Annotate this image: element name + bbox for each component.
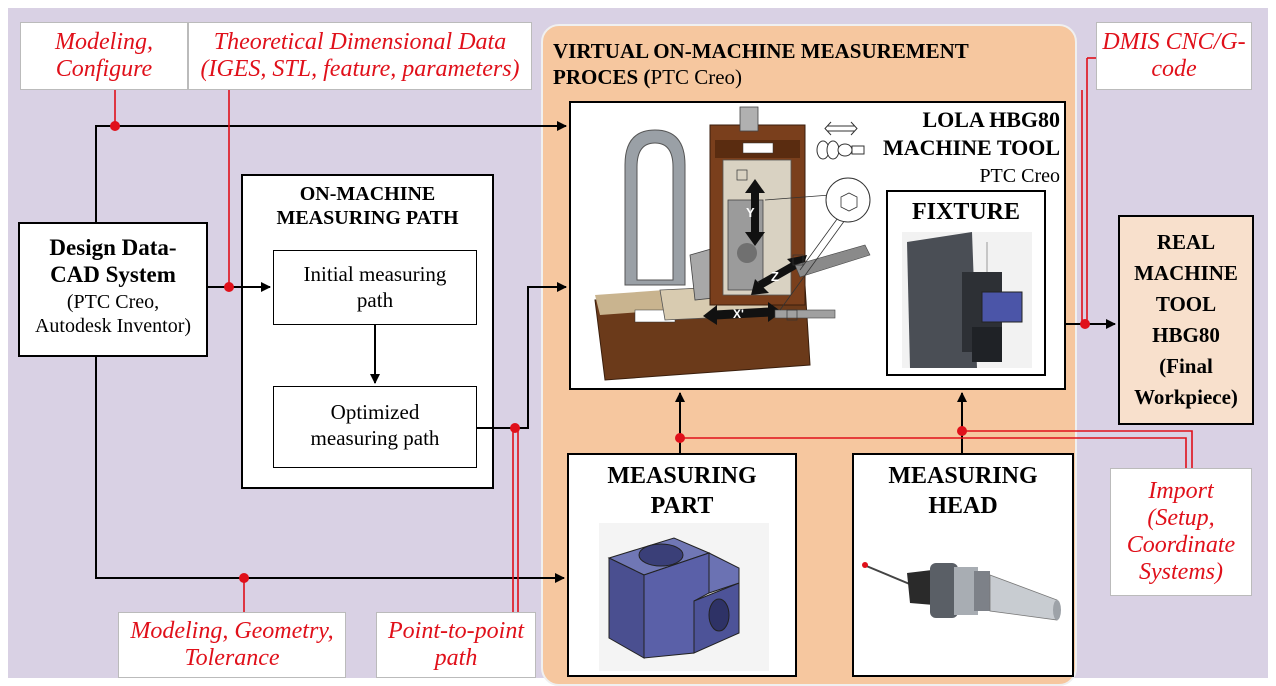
fixture-box: FIXTURE [886,190,1046,376]
axis-y-label: Y [746,205,755,220]
note-line: Coordinate [1126,532,1236,558]
junction-dot [675,433,685,443]
measuring-head-box: MEASURING HEAD [852,453,1074,677]
axis-z-label: Z [771,269,779,284]
measuring-part-title-line: PART [650,493,714,519]
real-title-line: TOOL [1155,292,1217,316]
measuring-path-title-line: ON-MACHINE [299,183,436,205]
axis-x-label: X' [733,307,744,321]
note-line: Tolerance [184,645,280,671]
junction-dot [1080,319,1090,329]
import-link-b [962,430,1193,468]
note-line: (Setup, [1147,505,1215,531]
real-title-line: MACHINE [1134,261,1238,285]
spindle-icon [816,121,865,160]
design-title: Design Data- CAD System [20,234,206,288]
virtual-title-normal: PTC Creo) [650,65,743,89]
note-line: code [1151,56,1197,82]
measuring-part-illustration [599,523,769,671]
note-line: Point-to-point [388,618,524,644]
virtual-title-bold: PROCES ( [553,65,651,89]
red-junction-dots [110,121,1090,583]
real-machine-title: REAL MACHINE TOOL HBG80 (Final Workpiece… [1120,227,1252,413]
machine-title: LOLA HBG80 MACHINE TOOL [880,106,1060,162]
fixture-illustration [902,232,1032,368]
junction-dot [957,426,967,436]
design-sub-line: (PTC Creo, [66,291,160,313]
note-line: Modeling, Geometry, [130,618,334,644]
measuring-part-box: MEASURING PART [567,453,797,677]
note-line: Theoretical Dimensional Data [213,29,507,55]
real-title-line: HBG80 [1152,323,1220,347]
machine-title-line: LOLA HBG80 [922,107,1060,132]
measuring-head-illustration [862,562,1061,621]
import-link-a [680,437,1187,468]
note-line: Modeling, [55,29,153,55]
note-dmis: DMIS CNC/G- code [1096,22,1252,90]
measuring-head-title-line: HEAD [928,493,998,519]
optimized-path-line: Optimized [330,400,420,424]
black-flow-lines [95,121,1116,583]
measuring-part-title-line: MEASURING [607,463,757,489]
note-theoretical-data: Theoretical Dimensional Data (IGES, STL,… [188,22,532,90]
real-machine-box: REAL MACHINE TOOL HBG80 (Final Workpiece… [1118,215,1254,425]
note-modeling-configure: Modeling, Configure [20,22,188,90]
optimized-to-machine-line [477,282,567,429]
initial-path-box: Initial measuring path [273,250,477,325]
design-data-box: Design Data- CAD System (PTC Creo, Autod… [18,222,208,357]
note-modeling-geometry: Modeling, Geometry, Tolerance [118,612,346,678]
virtual-title-line2: PROCES (PTC Creo) [553,64,1073,90]
note-line: (IGES, STL, feature, parameters) [200,56,520,82]
design-to-part-line [95,357,565,583]
measuring-head-title-line: MEASURING [888,463,1038,489]
note-line: path [434,645,478,671]
junction-dot [224,282,234,292]
design-sub: (PTC Creo, Autodesk Inventor) [20,290,206,338]
real-title-line: (Final [1159,354,1213,378]
virtual-title-line1: VIRTUAL ON-MACHINE MEASUREMENT [553,39,969,63]
fixture-title: FIXTURE [911,199,1020,225]
real-title-line: Workpiece) [1134,385,1238,409]
junction-dot [239,573,249,583]
measuring-part-title: MEASURING PART [569,461,795,521]
real-title-line: REAL [1156,230,1216,254]
design-sub-line: Autodesk Inventor) [34,315,192,337]
design-title-line: CAD System [50,262,176,287]
junction-dot [110,121,120,131]
note-line: Import [1148,478,1214,504]
optimized-path-line: measuring path [310,426,440,450]
design-title-line: Design Data- [49,235,177,260]
junction-dot [510,423,520,433]
initial-path-line: path [356,288,394,312]
note-import: Import (Setup, Coordinate Systems) [1110,468,1252,596]
note-line: Systems) [1139,559,1223,585]
virtual-title: VIRTUAL ON-MACHINE MEASUREMENT PROCES (P… [553,38,1073,90]
note-line: DMIS CNC/G- [1102,29,1246,55]
note-line: Configure [55,56,153,82]
measuring-path-title: ON-MACHINE MEASURING PATH [243,182,492,230]
design-to-machine-line [95,121,567,222]
red-annotation-lines [114,57,1193,612]
machine-sub: PTC Creo [979,165,1060,187]
initial-path-line: Initial measuring [303,262,447,286]
optimized-path-box: Optimized measuring path [273,386,477,468]
measuring-head-title: MEASURING HEAD [854,461,1072,521]
machine-title-line: MACHINE TOOL [882,135,1060,160]
note-point-to-point: Point-to-point path [376,612,536,678]
measuring-path-title-line: MEASURING PATH [276,207,459,229]
machine-tool-illustration: Y Z X' [594,106,871,381]
